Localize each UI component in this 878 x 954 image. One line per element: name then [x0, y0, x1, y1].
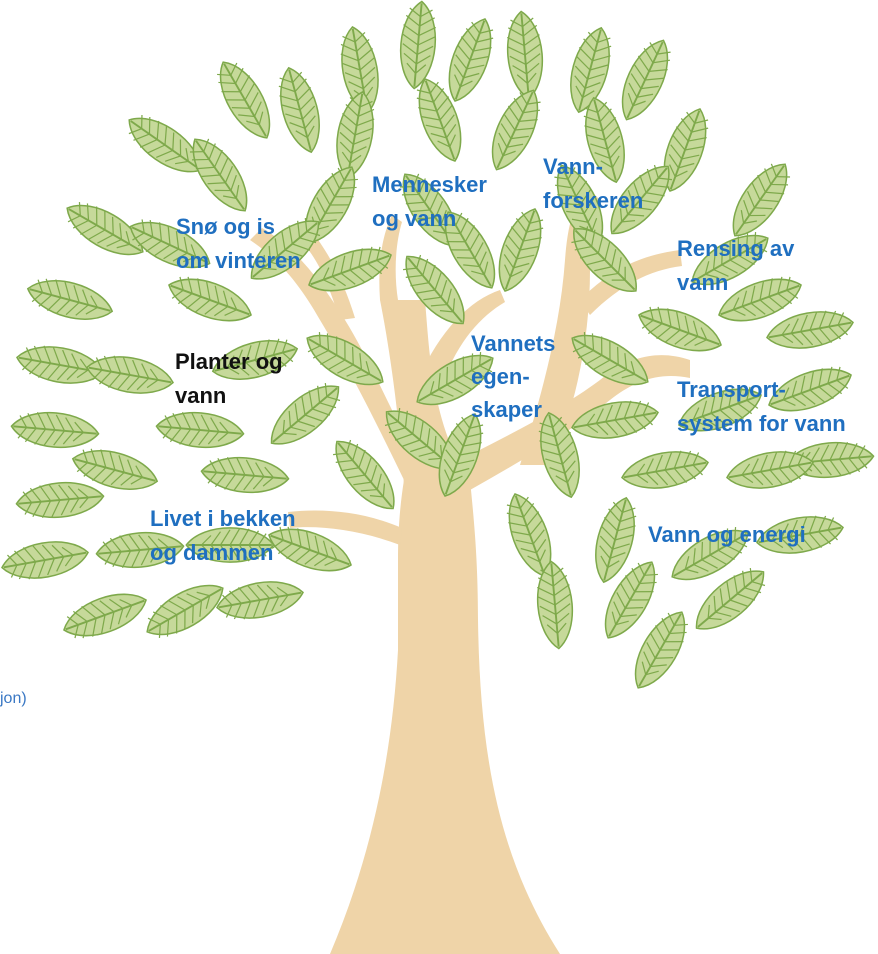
leaf [199, 453, 291, 497]
topic-vannforskeren[interactable]: Vann- forskeren [543, 154, 644, 213]
leaf [179, 128, 261, 222]
topic-transportsystem-for-vann[interactable]: Transport- system for vann [677, 377, 846, 436]
trunk [250, 190, 690, 954]
leaf [9, 408, 101, 452]
leaf [0, 534, 92, 586]
topic-planter-og-vann[interactable]: Planter og vann [175, 349, 283, 408]
trunk-segment [288, 510, 402, 545]
leaf [207, 52, 283, 148]
leaf [610, 32, 680, 128]
leaf [162, 268, 258, 332]
leaf [618, 444, 712, 496]
leaf [271, 62, 329, 158]
topic-vannets-egenskaper[interactable]: Vannets egen- skaper [471, 331, 556, 422]
leaf [503, 9, 547, 101]
leaf [763, 304, 857, 356]
link-fragment[interactable]: jon) [0, 690, 27, 707]
leaf [83, 349, 177, 401]
leaf [488, 202, 552, 298]
leaf [396, 0, 440, 91]
leaf [632, 298, 728, 362]
leaf [438, 12, 502, 108]
leaf [57, 583, 153, 647]
leaf [137, 572, 233, 648]
topic-vann-og-energi[interactable]: Vann og energi [648, 522, 806, 547]
trunk-segment [520, 190, 600, 465]
topic-sno-og-is[interactable]: Snø og is om vinteren [176, 214, 301, 273]
trunk-segment [330, 480, 560, 954]
topic-livet-i-bekken[interactable]: Livet i bekken og dammen [150, 506, 296, 565]
topic-rensing-av-vann[interactable]: Rensing av vann [677, 236, 795, 295]
trunk-segment [250, 228, 418, 480]
leaf [480, 82, 550, 178]
topic-mennesker-og-vann[interactable]: Mennesker og vann [372, 172, 487, 231]
leaf [14, 478, 106, 522]
leaf [154, 408, 246, 452]
leaf [22, 271, 118, 329]
leaf [213, 574, 307, 626]
